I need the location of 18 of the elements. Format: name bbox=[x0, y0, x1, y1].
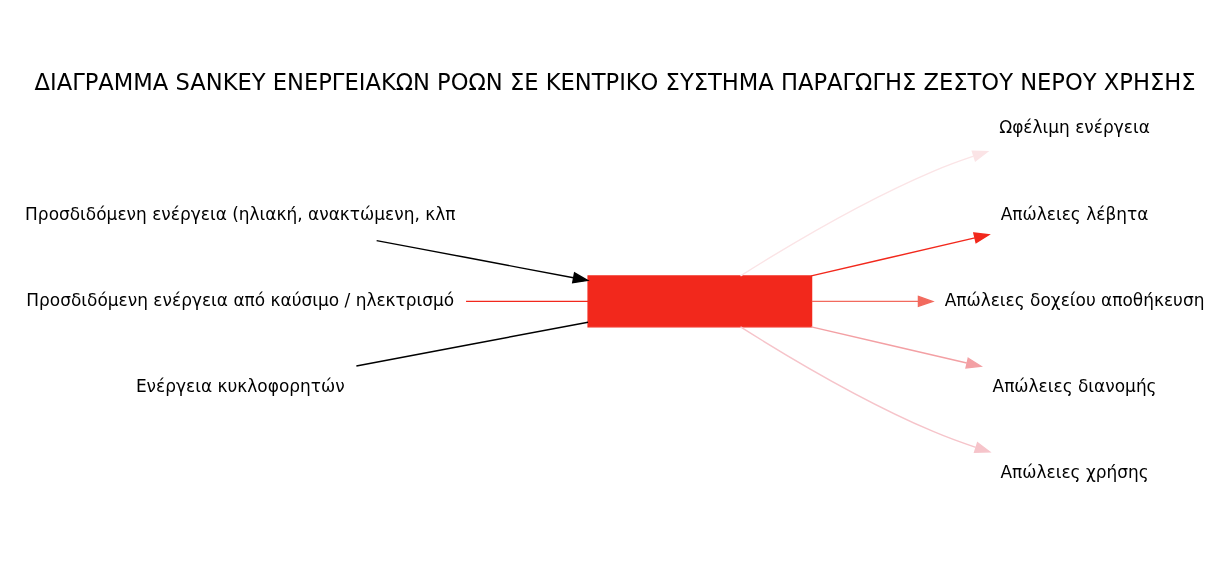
node-text: Προσδιδόμενη ενέργεια (ηλιακή, ανακτώμενη, κλπ bbox=[25, 203, 456, 224]
node-text: Ενέργεια κυκλοφορητών bbox=[135, 376, 345, 397]
arrow bbox=[375, 239, 590, 284]
node-text: Απώλειες χρήσης bbox=[1000, 462, 1149, 483]
node-bar bbox=[587, 275, 813, 328]
diagram-title: ΔΙΑΓΡΑΜΜΑ SANKEY ΕΝΕΡΓΕΙΑΚΩΝ ΡΟΩΝ ΣΕ ΚΕΝΤΡΙΚΟ ΣΥΣΤΗΜΑ ΠΑΡΑΓΩΓΗΣ ΖΕΣΤΟΥ ΝΕΡΟΥ ΧΡΗΣΗΣ bbox=[34, 69, 1196, 96]
arrow bbox=[739, 150, 990, 277]
node-text: Απώλειες δοχείου αποθήκευση bbox=[944, 289, 1205, 310]
arrow bbox=[810, 232, 991, 277]
connector bbox=[355, 321, 589, 367]
arrow bbox=[739, 326, 992, 453]
node-text: Απώλειες διανομής bbox=[992, 376, 1157, 397]
node-text: Προσδιδόμενη ενέργεια από καύσιμο / ηλεκτρισμό bbox=[26, 289, 455, 310]
node-text: Ωφέλιμη ενέργεια bbox=[999, 117, 1150, 138]
node-text: Απώλειες λέβητα bbox=[1000, 203, 1149, 224]
arrow bbox=[810, 326, 983, 369]
arrow bbox=[811, 295, 935, 308]
connector bbox=[465, 300, 589, 303]
